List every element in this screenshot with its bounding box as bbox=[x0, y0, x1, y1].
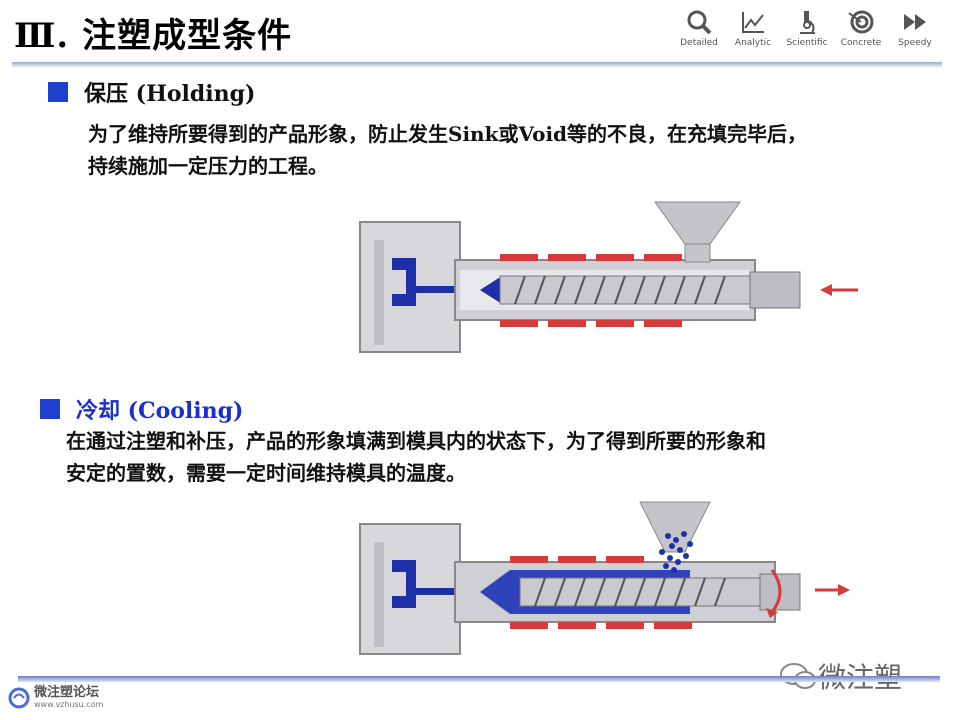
pellets bbox=[659, 531, 693, 573]
screw-shank bbox=[759, 573, 801, 611]
hopper bbox=[654, 201, 741, 245]
tool-label: Analytic bbox=[734, 38, 772, 48]
arrow-left-icon bbox=[820, 284, 858, 296]
tool-label: Detailed bbox=[680, 38, 718, 48]
heater-bands bbox=[510, 556, 692, 629]
tool-concrete[interactable]: Concrete bbox=[834, 10, 888, 56]
sprue bbox=[414, 286, 480, 293]
nozzle-melt bbox=[480, 276, 502, 304]
footer-divider bbox=[18, 676, 940, 682]
body-line: 在通过注塑和补压，产品的形象填满到模具内的状态下，为了得到所要的形象和 bbox=[66, 429, 766, 453]
section-cooling-body: 在通过注塑和补压，产品的形象填满到模具内的状态下，为了得到所要的形象和 安定的置… bbox=[66, 425, 946, 489]
tool-detailed[interactable]: Detailed bbox=[672, 10, 726, 56]
cooling-diagram bbox=[359, 501, 850, 655]
page-title: Ⅲ. 注塑成型条件 bbox=[14, 16, 293, 56]
logo-text: 微注塑论坛 bbox=[34, 685, 100, 700]
hopper-throat bbox=[684, 243, 711, 263]
body-line: 安定的置数，需要一定时间维持模具的温度。 bbox=[66, 461, 466, 485]
section-cooling-title: 冷却 (Cooling) bbox=[40, 393, 243, 425]
search-icon bbox=[687, 10, 712, 34]
hopper bbox=[639, 501, 711, 553]
body-line: 为了维持所要得到的产品形象，防止发生Sink或Void等的不良，在充填完毕后， bbox=[88, 122, 808, 146]
tool-label: Concrete bbox=[840, 38, 882, 48]
heater-bands bbox=[500, 254, 682, 327]
tool-label: Scientific bbox=[786, 38, 828, 48]
tool-analytic[interactable]: Analytic bbox=[726, 10, 780, 56]
section-holding-body: 为了维持所要得到的产品形象，防止发生Sink或Void等的不良，在充填完毕后， … bbox=[88, 118, 948, 182]
sprue bbox=[414, 588, 480, 595]
mold-cavity bbox=[392, 258, 416, 306]
toolbar: Detailed Analytic Scientific Concrete Sp… bbox=[672, 10, 942, 56]
tool-label: Speedy bbox=[898, 38, 932, 48]
screw-flights bbox=[514, 275, 726, 305]
rotate-icon bbox=[770, 569, 782, 613]
target-icon bbox=[848, 10, 874, 34]
tool-speedy[interactable]: Speedy bbox=[888, 10, 942, 56]
body-line: 持续施加一定压力的工程。 bbox=[88, 154, 328, 178]
tool-scientific[interactable]: Scientific bbox=[780, 10, 834, 56]
chart-icon bbox=[742, 12, 764, 33]
mold-plate-edge bbox=[374, 542, 384, 647]
footer-logo: 微注塑论坛 www.vzhusu.com bbox=[8, 686, 103, 709]
header-divider bbox=[12, 62, 942, 68]
screw-shank bbox=[749, 271, 801, 309]
logo-icon bbox=[8, 687, 30, 708]
bullet-square bbox=[48, 82, 68, 102]
section-holding-title: 保压 (Holding) bbox=[48, 76, 255, 108]
bullet-square bbox=[40, 399, 60, 419]
mold-plate-edge bbox=[374, 240, 384, 345]
section-title-text: 冷却 (Cooling) bbox=[76, 398, 244, 424]
logo-url: www.vzhusu.com bbox=[34, 700, 104, 709]
section-title-text: 保压 (Holding) bbox=[84, 81, 256, 107]
fast-forward-icon bbox=[904, 14, 926, 30]
holding-diagram bbox=[359, 201, 858, 353]
screw-flights bbox=[534, 577, 726, 607]
mold-cavity bbox=[392, 560, 416, 608]
arrow-right-icon bbox=[815, 584, 850, 596]
microscope-icon bbox=[800, 11, 815, 34]
